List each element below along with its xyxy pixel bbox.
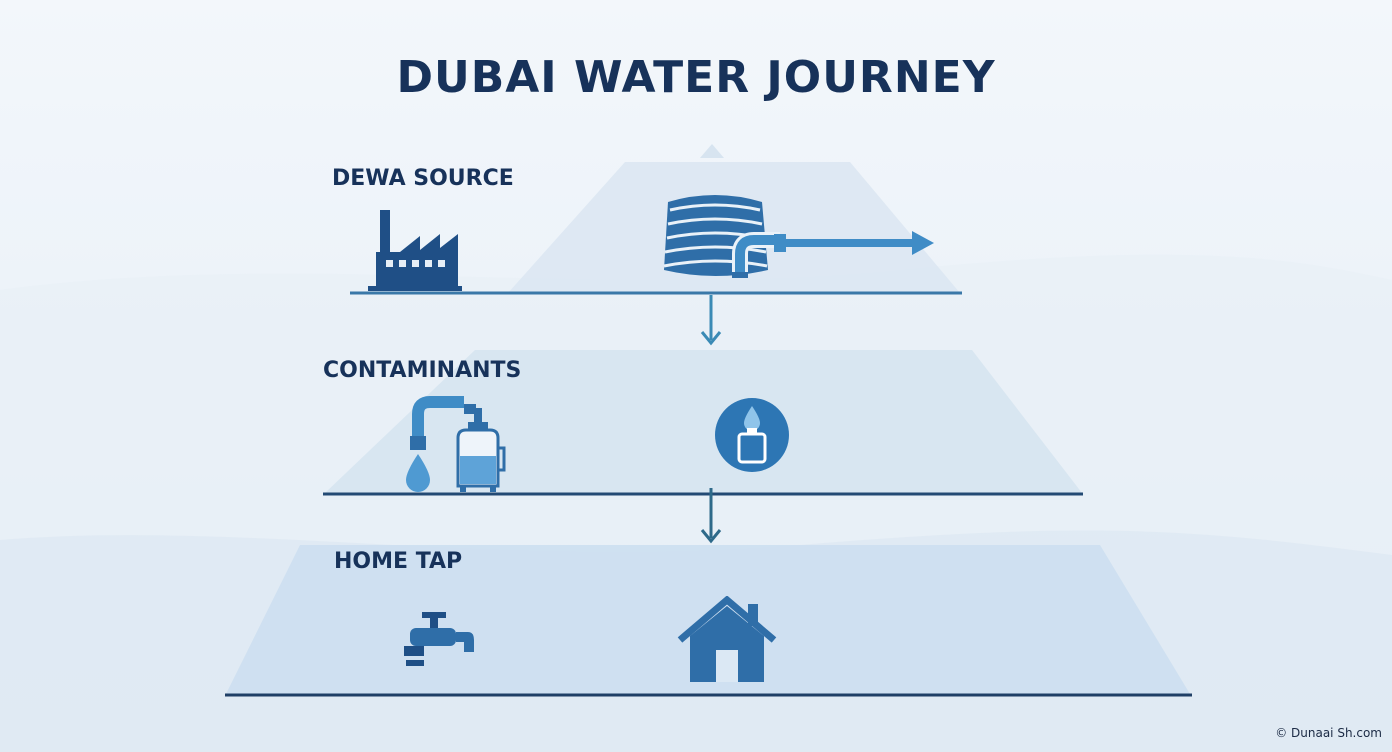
faucet-drip-icon [406, 396, 464, 492]
arrow-down-2 [700, 488, 722, 544]
filter-tank-icon [456, 404, 506, 492]
page-title: DUBAI WATER JOURNEY [396, 52, 996, 103]
water-tank-icon [663, 195, 780, 278]
credit-text: © Dunaai Sh.com [1275, 726, 1382, 740]
tier-label-home-tap: HOME TAP [334, 549, 463, 574]
pipe-arrow-icon [774, 231, 934, 255]
tier-2-shape [325, 350, 1082, 493]
house-icon [677, 596, 777, 682]
factory-icon [368, 210, 462, 291]
tier-label-dewa-source: DEWA SOURCE [332, 166, 514, 191]
tier-label-contaminants: CONTAMINANTS [323, 358, 522, 383]
tap-icon [404, 612, 474, 666]
pyramid-apex [700, 144, 724, 158]
arrow-down-1 [700, 295, 722, 346]
water-bottle-icon [715, 398, 789, 472]
